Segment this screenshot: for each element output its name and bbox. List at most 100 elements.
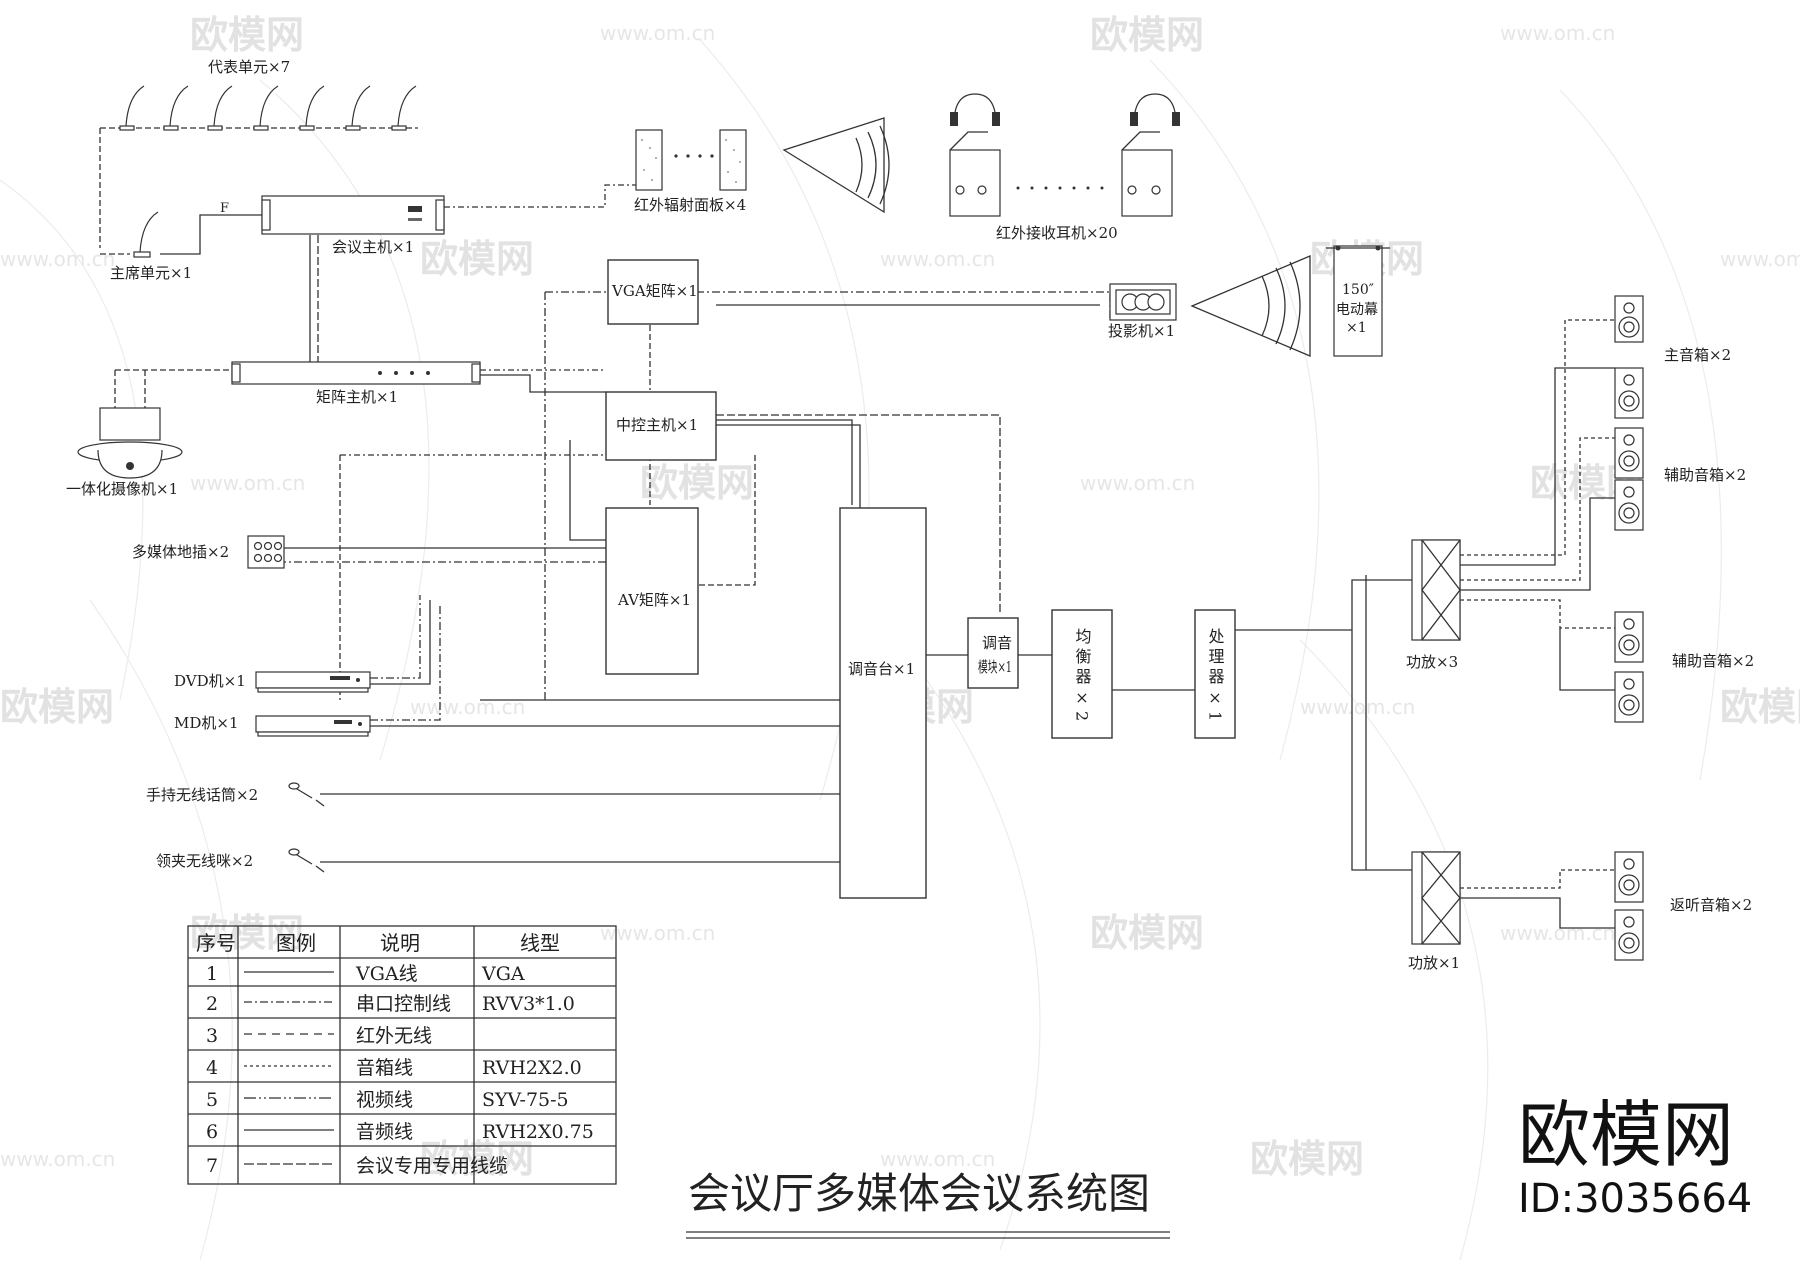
projector-icon [1109,283,1177,321]
watermark-text: 欧模网 [420,1137,534,1181]
legend-row-number: 2 [206,993,218,1015]
amplifier-3-icon [1411,539,1461,641]
ir-panel-icon [635,129,747,191]
legend-table [187,925,617,1185]
delegate-mic-icon [119,85,145,131]
md-player-icon [255,715,371,737]
legend-row-description: VGA线 [355,963,418,985]
conference-host-label: 会议主机×1 [332,238,414,256]
watermark-url: www.om.cn [600,921,715,945]
screen-name: 电动幕 [1336,302,1378,318]
delegate-mic-icon [345,85,371,131]
camera-label: 一体化摄像机×1 [66,480,178,498]
projector-label: 投影机×1 [1108,322,1175,340]
camera-icon [77,407,183,479]
speaker-icon [1614,851,1644,903]
watermark-text: 欧模网 [1720,685,1800,729]
lapel-mic-icon [288,848,325,873]
dvd-player-icon [255,671,371,693]
screen-size: 150″ [1342,282,1374,298]
legend-row-description: 音箱线 [356,1057,413,1079]
watermark-url: www.om.cn [880,247,995,271]
legend-row-number: 6 [206,1121,218,1143]
brand-logo-text: 欧模网 [1518,1093,1734,1177]
md-label: MD机×1 [174,714,239,732]
legend-row-type: RVH2X0.75 [482,1121,594,1143]
ir-panel-label: 红外辐射面板×4 [634,196,746,214]
legend-row-number: 4 [206,1057,218,1079]
legend-row-number: 3 [206,1025,218,1047]
tuning-module-label: 调音 [982,634,1012,652]
f-mark: F [220,201,229,216]
ir-beam-icon [782,117,890,214]
dvd-label: DVD机×1 [174,672,246,690]
processor-label: 处理器×1 [1206,628,1225,725]
speaker-icon [1614,367,1644,419]
main-speaker-label: 主音箱×2 [1664,346,1731,364]
handheld-mic-label: 手持无线话筒×2 [146,786,258,804]
speaker-icon [1614,295,1644,343]
conference-host-device [261,195,445,235]
legend-row-number: 5 [206,1089,218,1111]
delegate-label: 代表单元×7 [208,58,290,76]
watermark-text: 欧模网 [1250,1137,1364,1181]
legend-row-description: 红外无线 [356,1025,432,1047]
legend-row-type: RVH2X2.0 [482,1057,582,1079]
equalizer-box [1051,609,1113,739]
watermark-text: 欧模网 [420,237,534,281]
delegate-mic-icon [253,85,279,131]
watermark-text: 欧模网 [1090,13,1204,57]
tuning-module-box [967,617,1019,689]
watermark-url: www.om.cn [600,21,715,45]
tuning-module-text: 模块×1 [978,658,1012,676]
speaker-icon [1614,479,1644,531]
watermark-url: www.om.cn [880,1147,995,1171]
watermark-text: 欧模网 [190,911,304,955]
screen-qty: ×1 [1346,320,1367,336]
equalizer-label: 均衡器×2 [1073,628,1092,725]
matrix-host-label: 矩阵主机×1 [316,388,398,406]
aux-speaker-a-label: 辅助音箱×2 [1664,466,1746,484]
speaker-icon [1614,671,1644,723]
mixer-label: 调音台×1 [848,660,915,678]
watermark-text: 欧模网 [1090,911,1204,955]
handheld-mic-icon [288,782,325,807]
legend-row-type: SYV-75-5 [482,1089,569,1111]
ir-receiver-label: 红外接收耳机×20 [996,224,1118,242]
lapel-mic-label: 领夹无线咪×2 [156,852,253,870]
central-control-box [605,391,717,461]
delegate-mic-icon [391,85,417,131]
speaker-icon [1614,427,1644,479]
amplifier-3-label: 功放×3 [1406,653,1458,671]
mixer-box [839,507,927,899]
ir-receiver-icon [949,93,1001,217]
watermark-url: www.om.cn [1500,921,1615,945]
av-matrix-box [605,507,699,675]
delegate-mic-icon [299,85,325,131]
legend-row-number: 7 [206,1155,218,1177]
chair-mic-icon [133,211,159,258]
watermark-url: www.om.cn [190,471,305,495]
projector-beam-icon [1190,255,1311,357]
legend-row-type: RVV3*1.0 [482,993,575,1015]
legend-row-number: 1 [206,963,218,985]
legend-row-description: 会议专用专用线缆 [356,1155,508,1177]
floor-box-label: 多媒体地插×2 [132,543,229,561]
vga-matrix-box [607,259,699,325]
monitor-speaker-label: 返听音箱×2 [1670,896,1752,914]
watermark-text: 欧模网 [190,13,304,57]
watermark-url: www.om.cn [0,1147,115,1171]
floor-box-icon [247,535,285,569]
watermark-url: www.om.cn [1300,695,1415,719]
watermark-text: 欧模网 [0,685,114,729]
watermark-url: www.om.cn [1500,21,1615,45]
watermark-text: 欧模网 [640,461,754,505]
legend-row-description: 视频线 [356,1089,413,1111]
legend-header: 线型 [520,931,560,955]
electric-screen [1326,245,1390,357]
legend-row-description: 音频线 [356,1121,413,1143]
processor-box [1194,609,1236,739]
ir-receiver-icon [1121,93,1180,217]
